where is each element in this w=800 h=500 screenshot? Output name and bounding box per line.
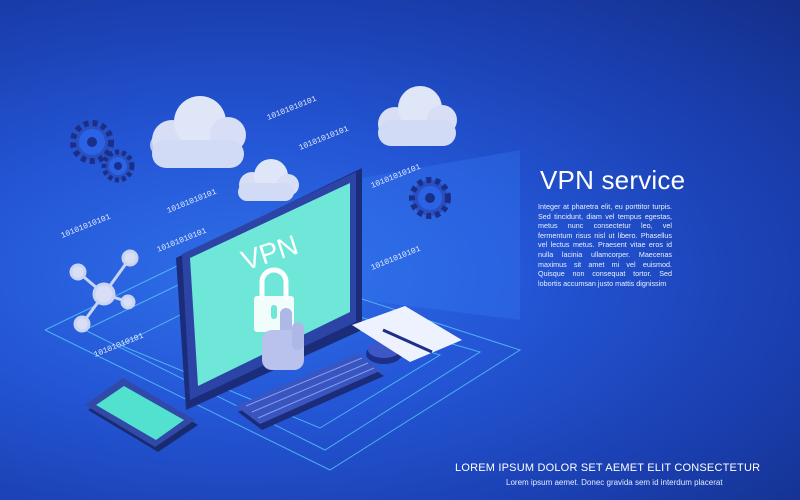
tablet-icon	[85, 378, 198, 452]
binary-text: 10101010101	[166, 188, 219, 216]
cloud-icon	[150, 96, 246, 168]
gear-icon	[70, 120, 114, 164]
keyboard-icon	[236, 354, 384, 430]
computer-monitor: VPN	[176, 168, 362, 410]
paper-icon	[352, 306, 462, 362]
light-beam	[350, 150, 520, 320]
footer-headline: LOREM IPSUM DOLOR SET AEMET ELIT CONSECT…	[455, 462, 761, 474]
hand-icon	[262, 308, 304, 370]
pen-icon	[382, 328, 433, 354]
network-icon	[69, 249, 139, 333]
binary-text: 10101010101	[93, 332, 146, 360]
gear-icon	[409, 177, 451, 219]
binary-text: 10101010101	[298, 125, 351, 153]
binary-text: 10101010101	[60, 213, 113, 241]
page-title: VPN service	[540, 165, 686, 195]
cloud-icon	[378, 86, 457, 146]
footer-subline: Lorem ipsum aemet. Donec gravida sem id …	[506, 478, 723, 487]
cloud-icon	[238, 159, 299, 201]
description-text: Integer at pharetra elit, eu porttitor t…	[538, 202, 672, 288]
binary-text: 10101010101	[266, 95, 319, 123]
gear-icon	[101, 149, 135, 183]
